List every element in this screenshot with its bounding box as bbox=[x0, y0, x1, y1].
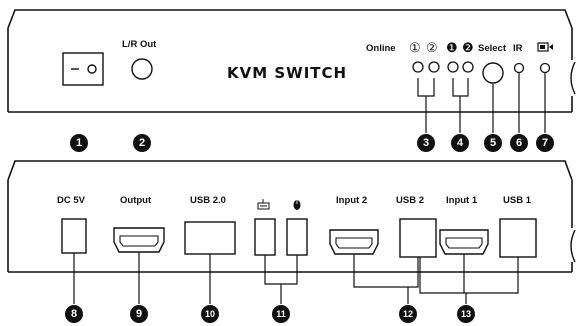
keyboard-usb-port bbox=[254, 218, 276, 256]
select-label: Select bbox=[478, 43, 506, 54]
hotkey-led bbox=[539, 62, 551, 74]
lr-out-label: L/R Out bbox=[122, 39, 157, 50]
device-title: KVM SWITCH bbox=[227, 64, 348, 82]
screen-switch-icon bbox=[537, 42, 553, 52]
callout-2: 2 bbox=[133, 134, 151, 152]
input1-label: Input 1 bbox=[446, 195, 478, 206]
online-1-label: ① bbox=[409, 40, 421, 55]
callout-5: 5 bbox=[484, 134, 502, 152]
online-2-label: ② bbox=[426, 40, 438, 55]
dc-5v-label: DC 5V bbox=[57, 195, 85, 206]
usb1-port bbox=[499, 218, 537, 258]
audio-jack bbox=[131, 58, 153, 80]
input2-label: Input 2 bbox=[336, 195, 368, 206]
callout-11: 11 bbox=[272, 305, 290, 323]
hdmi-output-port bbox=[113, 227, 165, 253]
usb2-label: USB 2 bbox=[396, 195, 424, 206]
callout-7: 7 bbox=[536, 134, 554, 152]
keyboard-icon bbox=[257, 199, 270, 210]
callout-10: 10 bbox=[201, 305, 219, 323]
callout-8: 8 bbox=[65, 305, 83, 323]
callout-9: 9 bbox=[130, 305, 148, 323]
usb20-port bbox=[184, 221, 236, 255]
mouse-usb-port bbox=[286, 218, 308, 256]
online-label: Online bbox=[366, 43, 396, 54]
power-switch bbox=[62, 52, 104, 86]
led-group bbox=[412, 61, 474, 73]
input-1-led-label: ❶ bbox=[446, 40, 458, 55]
callout-13: 13 bbox=[457, 305, 475, 323]
dc-jack bbox=[61, 218, 87, 254]
select-button bbox=[482, 62, 504, 84]
callout-6: 6 bbox=[510, 134, 528, 152]
ir-receiver bbox=[513, 62, 525, 74]
callout-3: 3 bbox=[417, 134, 435, 152]
callout-12: 12 bbox=[399, 305, 417, 323]
callout-4: 4 bbox=[451, 134, 469, 152]
output-label: Output bbox=[120, 195, 152, 206]
mouse-icon bbox=[293, 200, 301, 210]
hdmi-input1-port bbox=[439, 229, 489, 255]
hdmi-input2-port bbox=[329, 229, 379, 255]
callout-1: 1 bbox=[70, 134, 88, 152]
usb2-port bbox=[399, 218, 437, 258]
usb20-label: USB 2.0 bbox=[190, 195, 226, 206]
ir-label: IR bbox=[513, 43, 523, 54]
input-2-led-label: ❷ bbox=[462, 40, 474, 55]
usb1-label: USB 1 bbox=[503, 195, 531, 206]
